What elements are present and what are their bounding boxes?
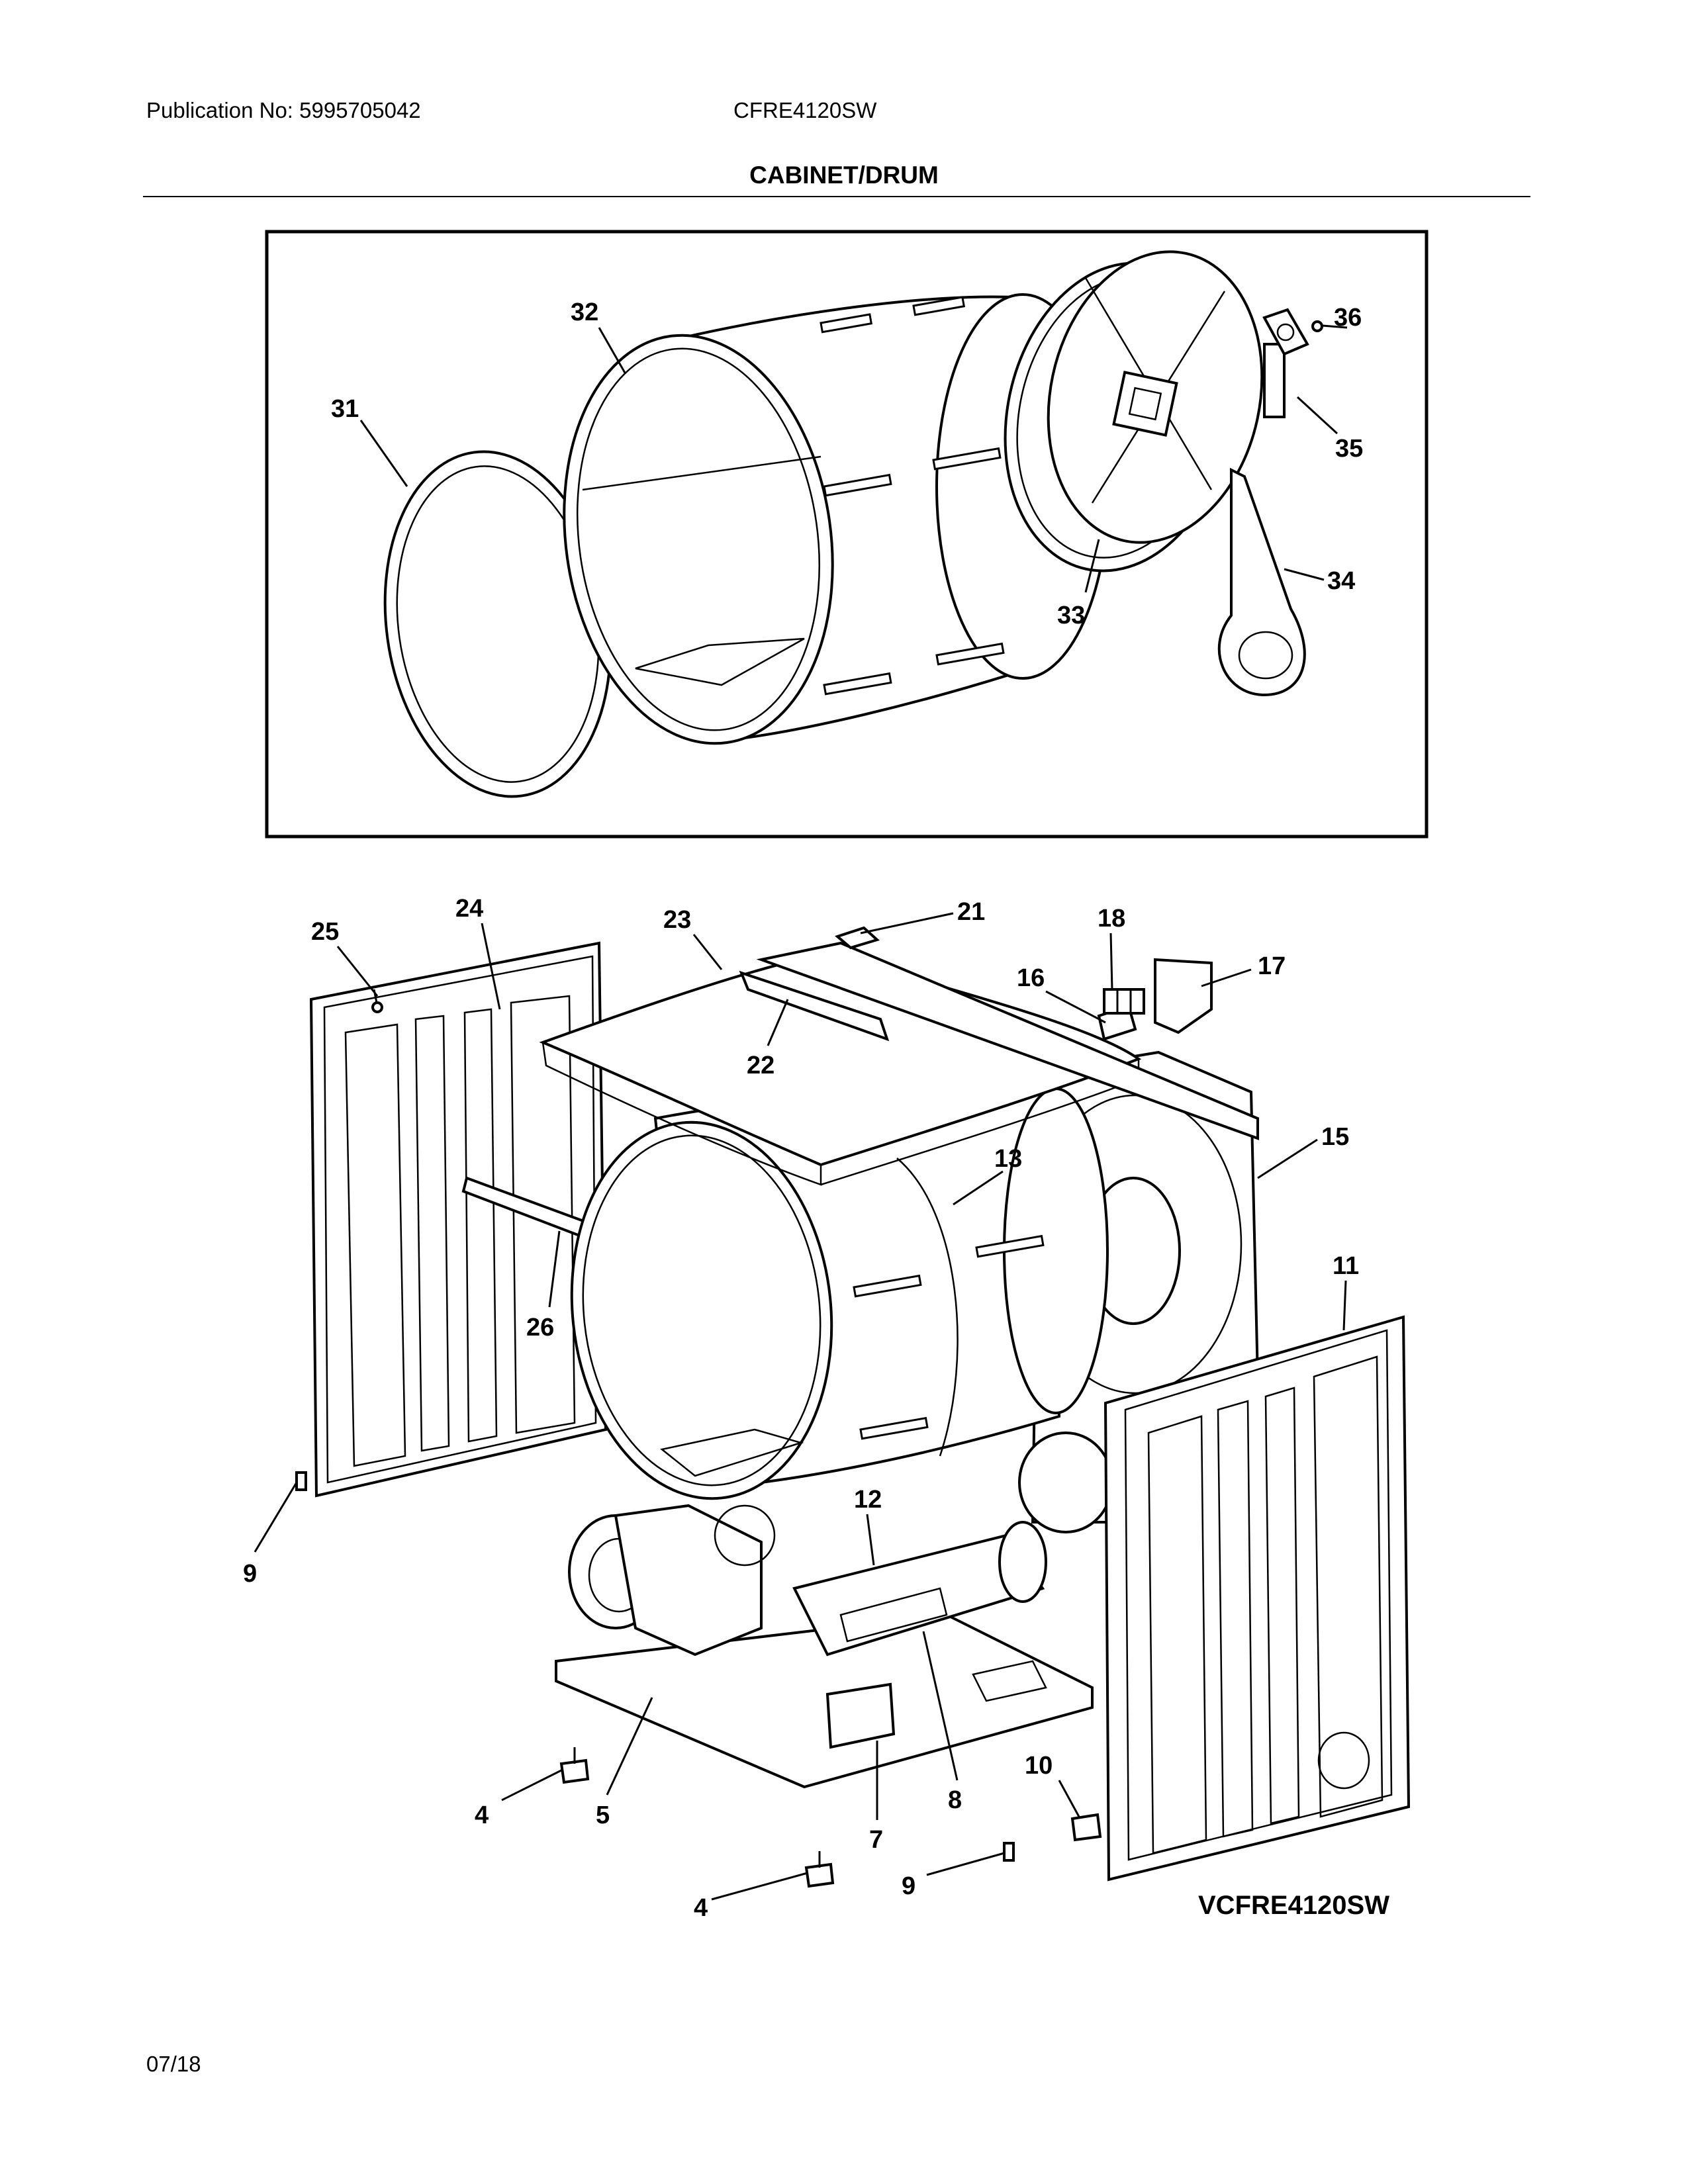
callout-35: 35 (1335, 435, 1363, 463)
callout-26: 26 (526, 1314, 554, 1342)
heater-duct (792, 1521, 1047, 1657)
callout-8: 8 (948, 1786, 962, 1814)
callout-23: 23 (663, 906, 691, 934)
callout-36: 36 (1334, 304, 1362, 332)
terminal-block (1103, 988, 1145, 1015)
callout-9-lower: 9 (902, 1872, 915, 1900)
top-clip (834, 926, 880, 950)
glide-pin (1003, 1842, 1015, 1862)
heater-element (839, 1587, 948, 1643)
callout-15: 15 (1321, 1123, 1349, 1151)
front-leg (1070, 1813, 1102, 1842)
blower-motor-assembly (568, 1504, 776, 1657)
publication-number: Publication No: 5995705042 (146, 98, 421, 122)
screw (1311, 320, 1323, 332)
rear-bulkhead (1047, 250, 1264, 544)
page-title: CABINET/DRUM (749, 161, 939, 189)
callout-4: 4 (475, 1801, 489, 1829)
leveling-leg (559, 1747, 590, 1784)
left-side-panel (309, 941, 608, 1498)
callout-34: 34 (1327, 567, 1355, 595)
callout-4-lower: 4 (694, 1894, 708, 1922)
callout-9: 9 (243, 1560, 257, 1588)
callout-16: 16 (1017, 964, 1045, 992)
callout-17: 17 (1258, 952, 1286, 980)
header-rule (143, 196, 1530, 197)
heater-bracket (825, 1682, 896, 1749)
drum-detail-frame (265, 230, 1429, 839)
callout-18: 18 (1098, 905, 1125, 933)
callout-24: 24 (455, 895, 483, 923)
callout-5: 5 (596, 1801, 610, 1829)
terminal-cover (1154, 958, 1213, 1034)
callout-21: 21 (957, 898, 985, 926)
callout-22: 22 (747, 1052, 774, 1079)
callout-31: 31 (331, 395, 359, 423)
callout-12: 12 (854, 1486, 882, 1514)
model-number: CFRE4120SW (733, 98, 877, 122)
revision-date: 07/18 (146, 2052, 201, 2076)
cabinet-drum (570, 1087, 1109, 1500)
idler-arm (1217, 343, 1306, 697)
drum (563, 293, 1110, 745)
callout-10: 10 (1025, 1752, 1053, 1780)
bearing-bracket (1262, 308, 1309, 356)
front-panel (1103, 1315, 1411, 1882)
callout-32: 32 (571, 298, 598, 326)
diagram-id-tag: VCFRE4120SW (1198, 1891, 1389, 1920)
glide-pin (295, 1471, 307, 1491)
leveling-leg (804, 1851, 835, 1888)
callout-33: 33 (1057, 602, 1085, 629)
top-panel (539, 941, 1259, 1186)
callout-11: 11 (1333, 1252, 1359, 1280)
callout-13: 13 (994, 1145, 1022, 1173)
callout-25: 25 (311, 918, 339, 946)
top-bracket (739, 970, 890, 1042)
callout-7: 7 (869, 1826, 883, 1854)
